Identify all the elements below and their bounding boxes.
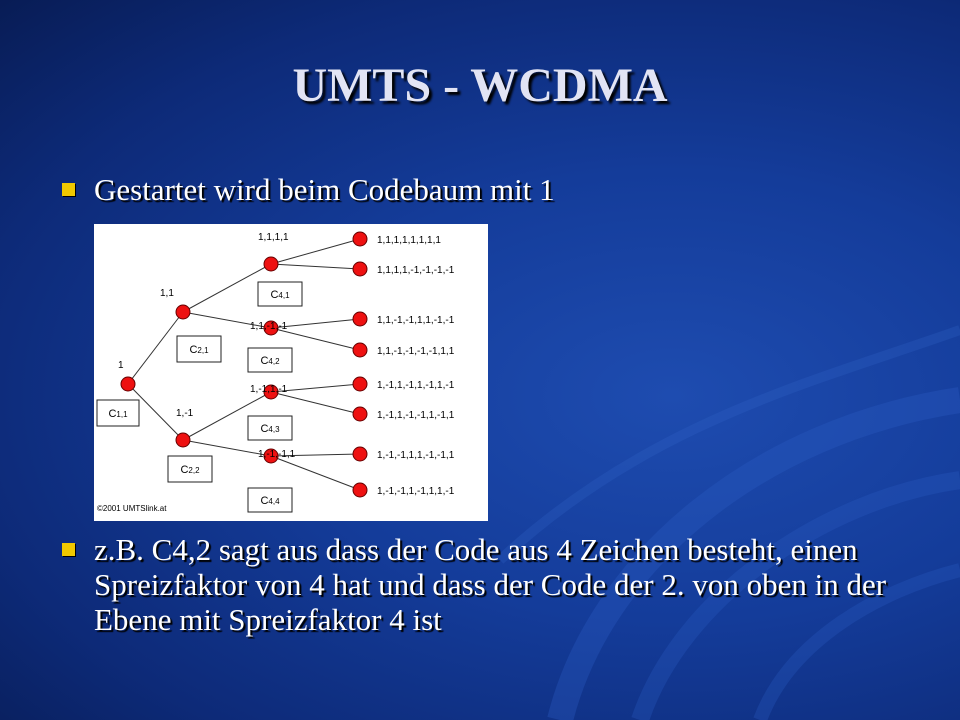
tree-node: [263, 448, 279, 464]
tree-edge: [270, 455, 361, 491]
tree-value-label: 1,1: [160, 288, 174, 299]
tree-leaf-code-label: 1,1,1,1,-1,-1,-1,-1: [377, 265, 455, 276]
tree-value-label: 1,-1,1,-1: [250, 384, 288, 395]
tree-edge: [182, 391, 272, 441]
code-name-label-box: [247, 487, 293, 513]
bullet-text-1: Gestartet wird beim Codebaum mit 1: [94, 172, 555, 207]
code-name-label: C1,1: [108, 408, 128, 420]
code-name-label: C2,2: [180, 464, 200, 476]
tree-leaf-code-label: 1,1,-1,-1,-1,-1,1,1: [377, 346, 455, 357]
tree-edge: [270, 383, 361, 393]
tree-edge: [182, 439, 272, 457]
bullet-square-icon: [62, 543, 75, 556]
code-name-label: C4,3: [260, 423, 280, 435]
tree-edge: [270, 327, 361, 351]
code-name-label-box: [96, 399, 140, 427]
tree-leaf-code-label: 1,1,1,1,1,1,1,1: [377, 235, 441, 246]
tree-node: [263, 384, 279, 400]
tree-leaf-code-label: 1,-1,1,-1,1,-1,1,-1: [377, 380, 455, 391]
tree-node: [263, 320, 279, 336]
bullet-square-icon: [62, 183, 75, 196]
tree-leaf-code-label: 1,-1,-1,1,1,-1,-1,1: [377, 450, 455, 461]
tree-node: [352, 446, 368, 462]
slide-title: UMTS - WCDMA: [292, 59, 668, 112]
code-name-label-box: [257, 281, 303, 307]
tree-node: [175, 432, 191, 448]
code-name-label-box: [247, 415, 293, 441]
tree-node: [352, 261, 368, 277]
bullet-item-1: Gestartet wird beim Codebaum mit 1: [62, 172, 922, 208]
tree-edge: [127, 311, 184, 385]
tree-node: [352, 311, 368, 327]
code-name-label: C4,1: [270, 289, 290, 301]
code-name-label-box: [247, 347, 293, 373]
bullet-text-2: z.B. C4,2 sagt aus dass der Code aus 4 Z…: [94, 532, 887, 637]
tree-value-label: 1,1,-1,-1: [250, 321, 288, 332]
code-name-label: C2,1: [189, 344, 209, 356]
tree-node: [263, 256, 279, 272]
tree-leaf-code-label: 1,-1,-1,1,-1,1,1,-1: [377, 486, 455, 497]
tree-node: [352, 342, 368, 358]
tree-leaf-code-label: 1,1,-1,-1,1,1,-1,-1: [377, 315, 455, 326]
tree-leaf-code-label: 1,-1,1,-1,-1,1,-1,1: [377, 410, 455, 421]
tree-value-label: 1: [118, 360, 124, 371]
code-name-label: C4,2: [260, 355, 280, 367]
tree-node: [352, 406, 368, 422]
tree-edge: [270, 391, 361, 415]
tree-edge: [182, 311, 272, 329]
tree-edge: [270, 238, 361, 265]
tree-edge: [270, 318, 361, 329]
tree-edge: [270, 453, 361, 457]
code-name-label-box: [176, 335, 222, 363]
tree-value-label: 1,1,1,1: [258, 232, 289, 243]
tree-edge: [270, 263, 361, 270]
tree-value-label: 1,-1: [176, 408, 194, 419]
tree-node: [175, 304, 191, 320]
code-tree-diagram: 1 1,1 1,-1 1,1,1,1 1,1,-1,-1 1,-1,1,-1 1,-1,-1…: [96, 231, 455, 513]
code-tree-image: 1 1,1 1,-1 1,1,1,1 1,1,-1,-1 1,-1,1,-1 1,-1,-1…: [94, 224, 488, 521]
tree-node: [352, 376, 368, 392]
tree-node: [352, 231, 368, 247]
bullet-item-2: z.B. C4,2 sagt aus dass der Code aus 4 Z…: [62, 532, 922, 642]
tree-edge: [127, 383, 184, 441]
tree-node: [352, 482, 368, 498]
code-name-label-box: [167, 455, 213, 483]
tree-value-label: 1,-1,-1,1: [258, 449, 296, 460]
tree-edge: [182, 263, 272, 313]
copyright-label: ©2001 UMTSlink.at: [97, 504, 167, 513]
code-name-label: C4,4: [260, 495, 280, 507]
tree-node: [120, 376, 136, 392]
